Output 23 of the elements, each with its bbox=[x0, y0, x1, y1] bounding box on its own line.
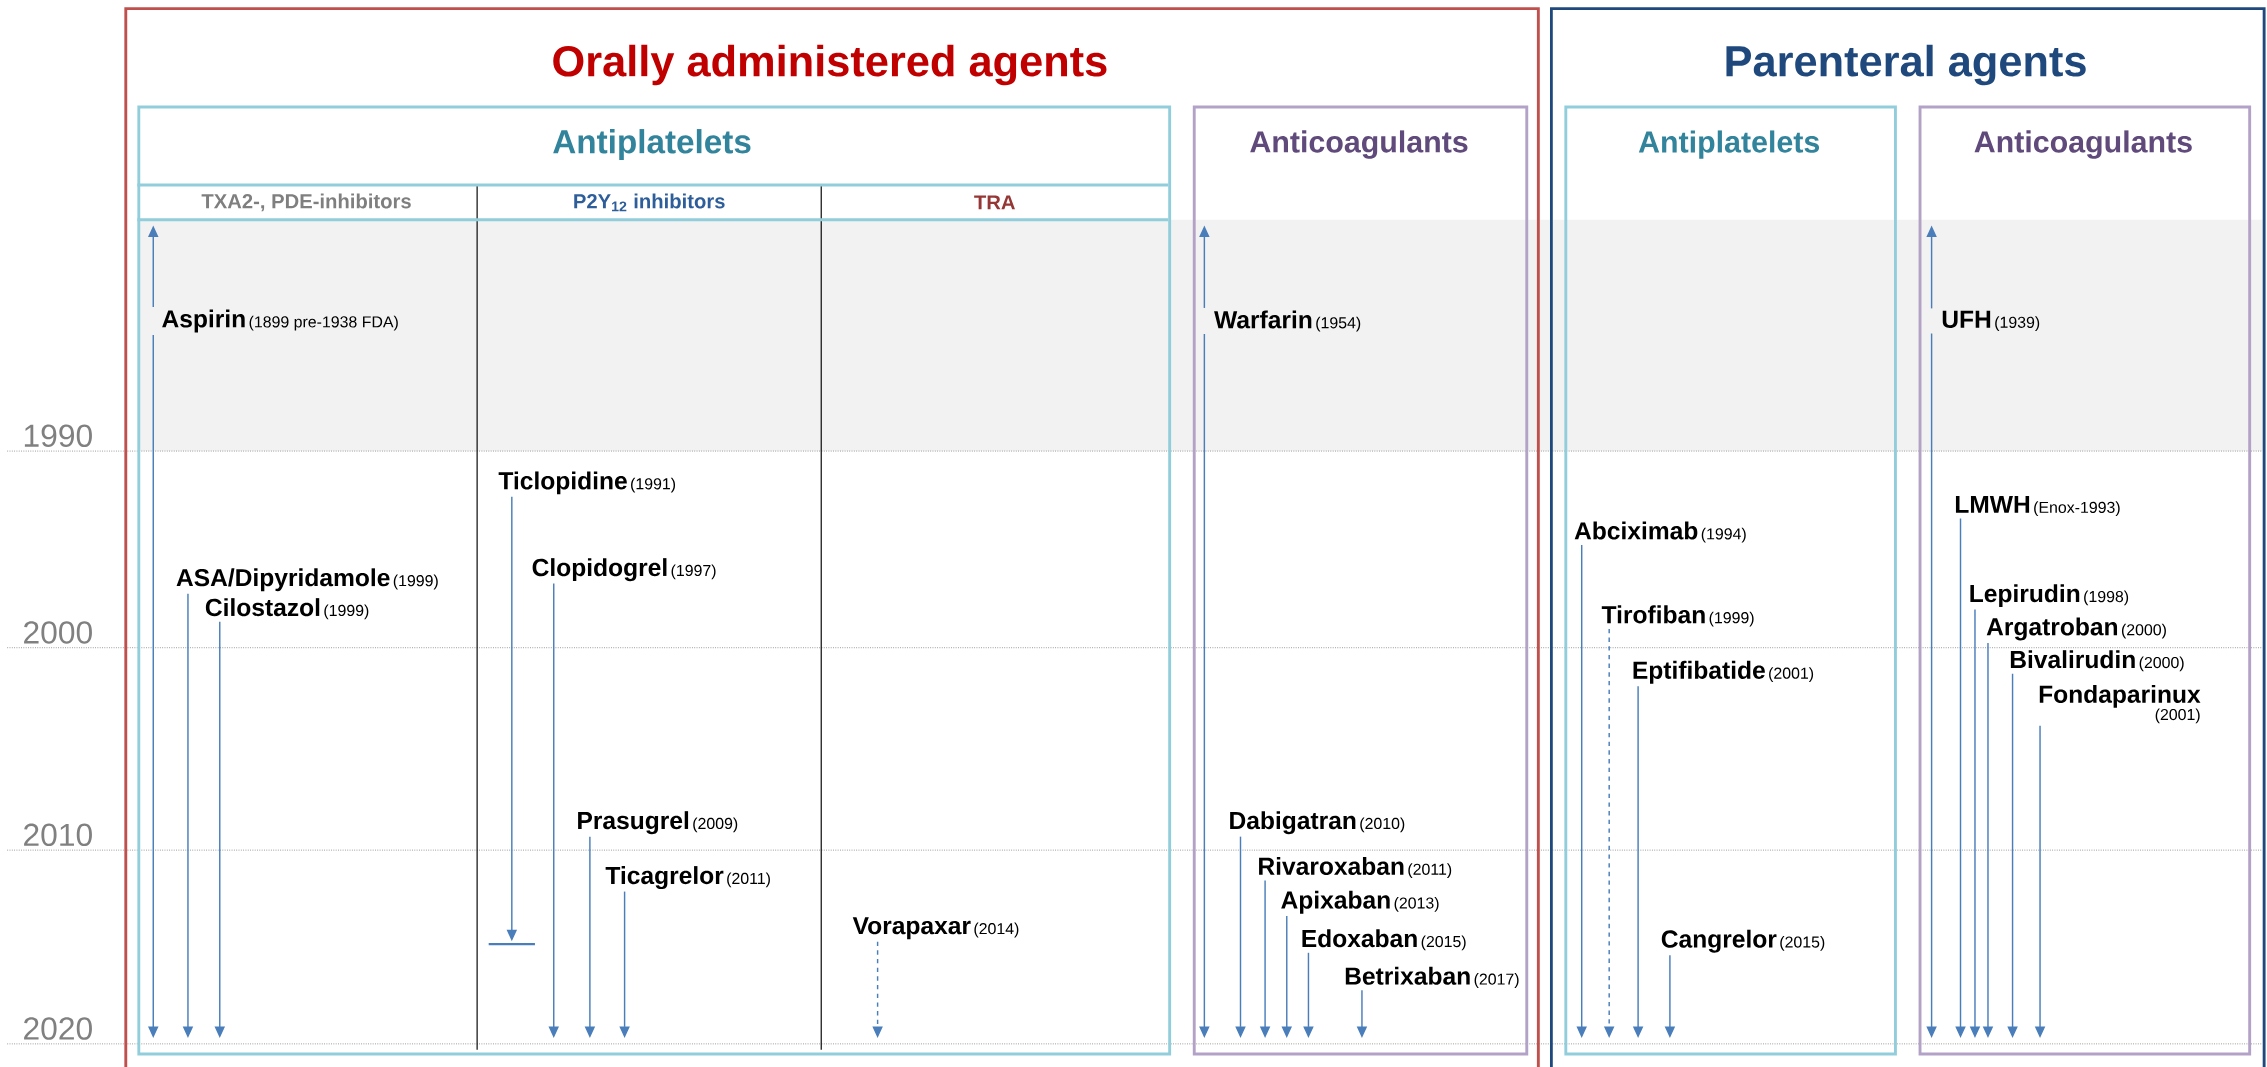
drug-label: Vorapaxar(2014) bbox=[852, 917, 1019, 940]
drug-label: Aspirin (1899 pre-1938 FDA) bbox=[162, 309, 398, 333]
drug-label: Ticlopidine (1991) bbox=[498, 471, 676, 495]
year-label: 1990 bbox=[24, 424, 92, 448]
drug-label: Cangrelor(2015) bbox=[1661, 929, 1825, 953]
drug-label: Argatroban (2000) bbox=[1986, 617, 2166, 641]
drug-label: Cilostazol (1999) bbox=[205, 598, 369, 620]
drug-label: Lepirudin (1998) bbox=[1970, 584, 2129, 608]
drug-label: UFH (1939) bbox=[1942, 310, 2040, 332]
drug-label: Fondaparinux (2001) bbox=[2039, 684, 2201, 724]
drug-label: Betrixaban (2017) bbox=[1345, 966, 1519, 988]
drug-label: Dabigatran (2010) bbox=[1230, 811, 1405, 835]
year-label: 2010 bbox=[24, 823, 92, 847]
drug-label: Ticagrelor(2011) bbox=[605, 866, 770, 890]
year-label: 2020 bbox=[24, 1017, 92, 1040]
drug-label: Prasugrel (2009) bbox=[578, 811, 738, 835]
drug-label: Apixaban (2013) bbox=[1281, 890, 1439, 914]
drug-label: Rivaroxaban (2011) bbox=[1259, 856, 1452, 878]
drug-label: Clopidogrel (1997) bbox=[532, 558, 716, 582]
year-label: 2000 bbox=[24, 621, 92, 644]
drug-label: ASA/Dipyridamole (1999) bbox=[176, 568, 438, 592]
drug-label: Eptifibatide (2001) bbox=[1633, 660, 1814, 684]
drug-label: LMWH (Enox-1993) bbox=[1955, 495, 2120, 517]
